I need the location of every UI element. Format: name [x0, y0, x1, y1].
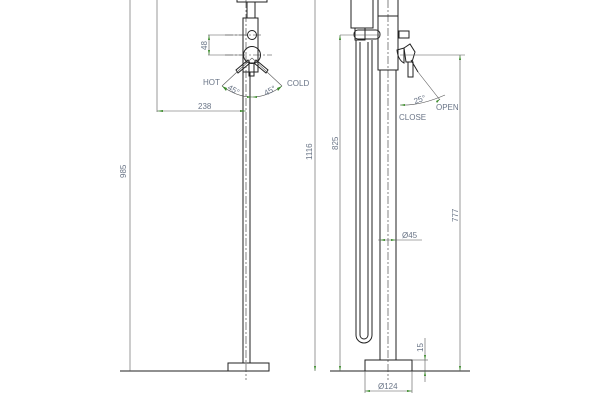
front-view: 985 238 48 HOT COLD 45° 45° — [119, 0, 309, 380]
upper-neck — [246, 1, 256, 19]
diverter-knob-side — [398, 30, 410, 39]
base-plate — [227, 362, 270, 372]
angle-lever: 25° — [413, 93, 427, 106]
dim-1116: 1116 — [305, 143, 314, 160]
angle-arc — [221, 85, 283, 98]
standpipe — [242, 71, 251, 364]
dim-pipe-diameter: Ø45 — [402, 231, 418, 240]
dim-48: 48 — [200, 41, 209, 50]
dim-base-diameter: Ø124 — [378, 382, 398, 391]
label-hot: HOT — [203, 78, 220, 87]
dim-985: 985 — [119, 164, 128, 178]
lever-side — [403, 43, 416, 63]
dim-15: 15 — [416, 343, 425, 352]
hose — [355, 40, 373, 344]
label-cold: COLD — [287, 79, 309, 88]
dim-238: 238 — [198, 102, 212, 111]
hose-connector — [353, 29, 381, 40]
label-close: CLOSE — [399, 113, 426, 122]
base-plate-side — [364, 359, 413, 372]
label-open: OPEN — [436, 103, 459, 112]
dim-825: 825 — [331, 136, 340, 150]
side-view: 1116 825 777 25° OPEN CLOSE Ø45 15 — [305, 0, 470, 393]
handshower — [350, 0, 374, 29]
angle-cold: 45° — [263, 84, 278, 98]
dim-777: 777 — [451, 208, 460, 222]
lever — [248, 62, 255, 77]
